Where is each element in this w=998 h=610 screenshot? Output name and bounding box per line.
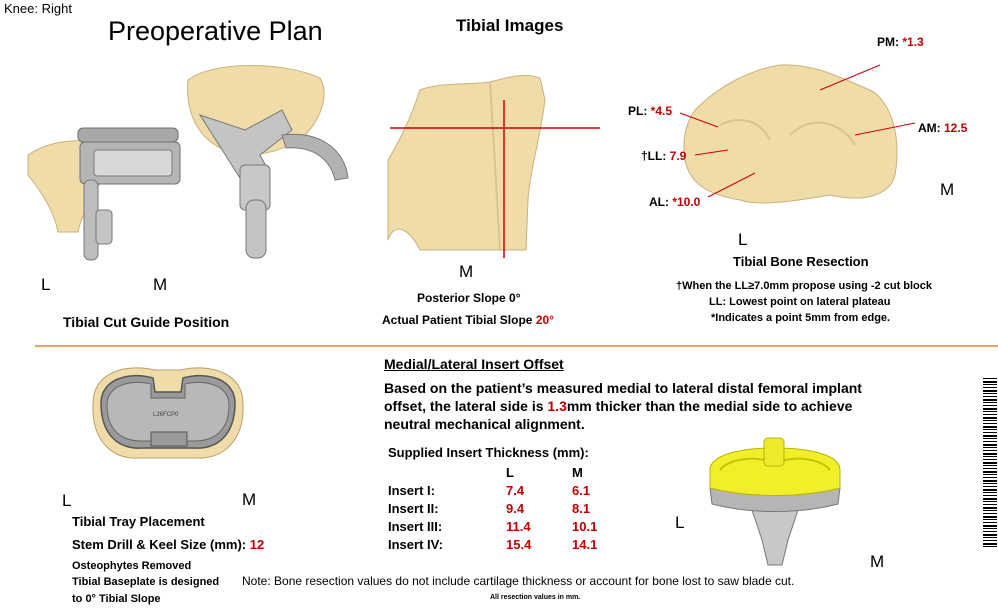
tibial-cut-guide-image — [27, 65, 349, 261]
tibial-images-title: Tibial Images — [456, 16, 564, 35]
actual-slope-label: Actual Patient Tibial Slope 20° — [382, 313, 554, 327]
tray-lateral-label: L — [62, 491, 72, 510]
tray-placement-label: Tibial Tray Placement — [72, 514, 205, 529]
point-pm: PM: *1.3 — [877, 35, 924, 49]
offset-line-2: offset, the lateral side is 1.3mm thicke… — [384, 398, 853, 414]
supplied-thickness-title: Supplied Insert Thickness (mm): — [388, 445, 589, 460]
offset-line-1: Based on the patient’s measured medial t… — [384, 380, 862, 396]
resection-medial-label: M — [940, 180, 955, 199]
point-al: AL: *10.0 — [649, 195, 701, 209]
point-am: AM: 12.5 — [918, 121, 968, 135]
footer-note: Note: Bone resection values do not inclu… — [242, 574, 795, 588]
col-header-m: M — [572, 464, 583, 480]
knee-side-label: Knee: Right — [4, 1, 72, 16]
stem-size-label: Stem Drill & Keel Size (mm): 12 — [72, 537, 265, 552]
table-row: Insert III: 11.4 10.1 — [388, 518, 598, 534]
implant-lateral-label: L — [675, 513, 685, 532]
resection-note-asterisk: *Indicates a point 5mm from edge. — [711, 312, 891, 324]
tibial-slope-image — [387, 75, 600, 258]
insert-thickness-table: L M Insert I: 7.4 6.1 Insert II: 9.4 8.1… — [388, 463, 622, 553]
tray-engraving: L26FCP0 — [153, 412, 179, 418]
tibial-resection-image — [679, 64, 916, 204]
section-divider — [35, 345, 998, 347]
barcode — [983, 378, 997, 548]
implant-medial-label: M — [870, 552, 885, 571]
table-row: Insert IV: 15.4 14.1 — [388, 536, 598, 552]
offset-line-3: neutral mechanical alignment. — [384, 416, 585, 432]
tibial-tray-image: L26FCP0 — [92, 367, 244, 459]
cut-guide-caption: Tibial Cut Guide Position — [63, 314, 230, 330]
posterior-slope-label: Posterior Slope 0° — [417, 291, 521, 305]
table-header-row: L M — [388, 463, 622, 481]
resection-note-ll: †When the LL≥7.0mm propose using -2 cut … — [676, 280, 933, 292]
cut-guide-medial-label: M — [153, 275, 168, 294]
osteophytes-label: Osteophytes Removed — [72, 560, 192, 572]
offset-value: 1.3 — [547, 398, 567, 414]
actual-slope-value: 20° — [535, 313, 554, 327]
table-row: Insert I: 7.4 6.1 — [388, 482, 591, 498]
cut-guide-lateral-label: L — [41, 275, 51, 294]
slope-medial-label: M — [459, 262, 474, 281]
point-ll: †LL: 7.9 — [641, 149, 687, 163]
stem-size-value: 12 — [249, 537, 265, 552]
resection-lateral-label: L — [738, 230, 748, 249]
baseplate-line-1: Tibial Baseplate is designed — [72, 576, 220, 588]
footer-units-note: All resection values in mm. — [490, 594, 581, 601]
resection-title: Tibial Bone Resection — [733, 254, 869, 269]
baseplate-line-2: to 0° Tibial Slope — [72, 593, 161, 605]
tray-medial-label: M — [242, 490, 257, 509]
col-header-l: L — [506, 464, 514, 480]
point-pl: PL: *4.5 — [628, 104, 673, 118]
resection-note-ll-def: LL: Lowest point on lateral plateau — [709, 296, 891, 308]
offset-heading: Medial/Lateral Insert Offset — [384, 356, 564, 372]
page-title: Preoperative Plan — [108, 16, 323, 46]
table-row: Insert II: 9.4 8.1 — [388, 500, 591, 516]
insert-implant-image — [709, 437, 841, 566]
